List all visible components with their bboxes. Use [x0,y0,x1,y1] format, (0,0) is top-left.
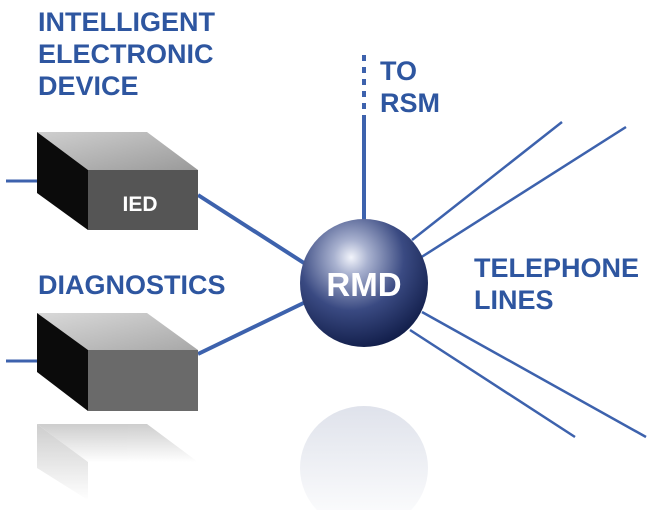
rmd-sphere-reflection [300,406,428,510]
telephone-line-1 [411,121,563,241]
to-rsm-line1: TO [380,56,418,86]
telephone-line2-text: LINES [474,285,554,315]
diag-box-top [37,313,198,350]
telephone-lines-label: TELEPHONE LINES [474,252,639,316]
telephone-line1-text: TELEPHONE [474,253,640,283]
to-rsm-label: TO RSM [380,55,440,119]
rmd-sphere-label: RMD [326,266,401,303]
ied-box: IED [37,132,198,230]
ied-box-top [37,132,198,170]
connection-lines [6,55,647,439]
ied-title: INTELLIGENT ELECTRONIC DEVICE [38,6,215,102]
rmd-sphere-body [300,219,428,347]
ied-title-line3: DEVICE [38,71,139,101]
ied-title-line1: INTELLIGENT [38,7,215,37]
diag-box-side [37,313,88,411]
telephone-line-4 [409,328,576,439]
ied-box-label: IED [122,193,157,216]
ied-box-side [37,132,88,230]
rmd-sphere: RMD [300,219,428,347]
ied-title-line2: ELECTRONIC [38,39,214,69]
diag-box-front [88,350,198,411]
diagnostics-box [37,313,198,411]
telephone-line-3 [421,310,647,439]
ied-to-rmd-line [196,193,320,274]
diagnostics-title: DIAGNOSTICS [38,270,226,300]
diag-box-reflection [37,424,198,500]
to-rsm-line2: RSM [380,88,440,118]
telephone-line-2 [419,125,627,260]
ied-box-front [88,170,198,230]
diag-to-rmd-line [197,294,319,356]
